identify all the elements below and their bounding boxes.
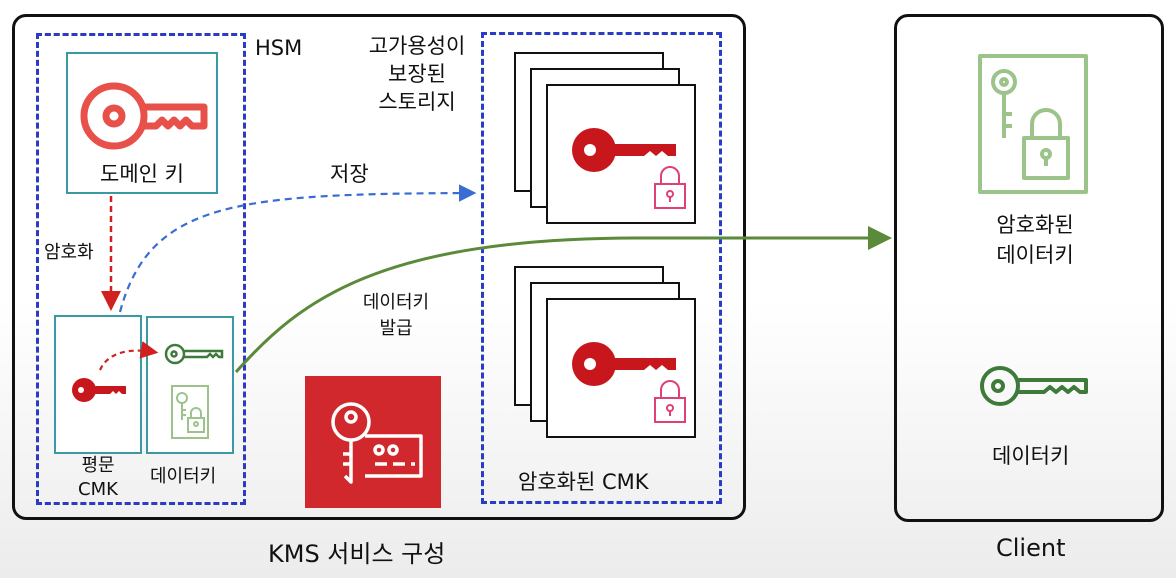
hsm-label: HSM xyxy=(255,36,303,60)
issue-data-key-arrow xyxy=(234,226,892,373)
hsm-data-key-box xyxy=(146,316,234,454)
client-encrypted-data-key-icon xyxy=(978,54,1088,194)
hsm-data-key-label: 데이터키 xyxy=(150,466,217,487)
main-caption: KMS 서비스 구성 xyxy=(268,540,446,568)
plain-cmk-label: 평문 CMK xyxy=(78,455,118,500)
hsm-encrypted-data-key-icon xyxy=(171,385,209,439)
storage-label: 고가용성이 보장된 스토리지 xyxy=(368,34,466,114)
domain-key-icon xyxy=(80,82,208,150)
lock-icon xyxy=(654,166,686,209)
kms-service-container xyxy=(12,14,746,520)
client-data-key-icon xyxy=(980,366,1088,406)
domain-key-box: 도메인 키 xyxy=(66,52,218,194)
encrypt-label: 암호화 xyxy=(44,242,94,263)
client-container xyxy=(894,14,1164,522)
store-label: 저장 xyxy=(330,162,369,186)
kms-key-card-icon xyxy=(331,402,423,484)
cmk-stack-bottom-card-3 xyxy=(546,298,696,438)
encrypted-cmk-key-icon xyxy=(572,342,676,386)
lock-icon xyxy=(654,380,686,423)
plain-cmk-key-icon xyxy=(72,378,126,402)
generate-data-key-arrow xyxy=(98,341,159,371)
client-data-key-label: 데이터키 xyxy=(992,444,1070,468)
client-caption: Client xyxy=(996,534,1066,562)
storage-boundary xyxy=(481,32,722,504)
domain-key-label: 도메인 키 xyxy=(100,162,184,186)
cmk-stack-top-card-3 xyxy=(546,84,696,224)
hsm-data-key-icon xyxy=(164,343,224,365)
plain-cmk-box xyxy=(54,315,142,454)
store-arrow xyxy=(118,184,477,313)
client-encrypted-label: 암호화된 데이터키 xyxy=(996,213,1074,267)
encrypted-cmk-label: 암호화된 CMK xyxy=(518,470,649,494)
encrypted-cmk-key-icon xyxy=(572,128,676,172)
kms-service-icon xyxy=(305,376,441,508)
issue-label: 데이터키 발급 xyxy=(362,292,430,339)
hsm-boundary xyxy=(36,33,246,505)
